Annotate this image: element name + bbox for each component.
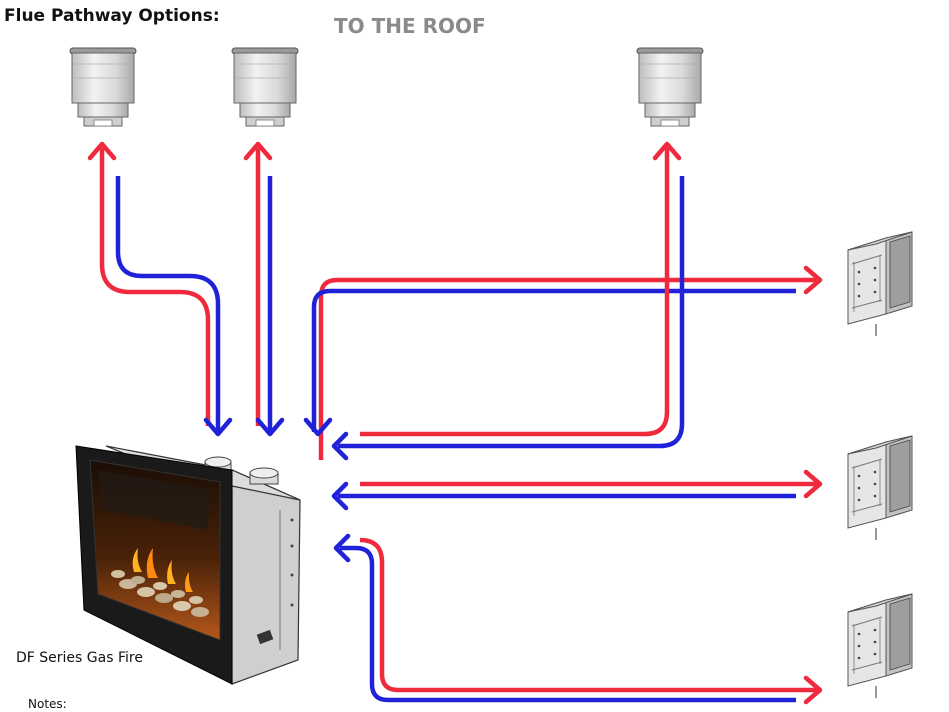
hot-flow-line: [318, 277, 816, 460]
arrow-left-icon: [333, 533, 351, 563]
arrow-left-icon: [331, 431, 349, 461]
roof-flue-terminal-icon: [69, 47, 137, 127]
wall-flue-terminal-icon: [847, 435, 913, 541]
hot-flow-line: [99, 148, 211, 426]
cold-flow-line: [338, 176, 685, 449]
cold-flow-line: [115, 176, 221, 432]
gas-fireplace-icon: [75, 445, 301, 685]
hot-flow-line: [359, 537, 818, 693]
roof-flue-terminal-icon: [636, 47, 704, 127]
arrow-right-icon: [803, 675, 823, 705]
arrow-up-icon: [652, 141, 682, 161]
wall-flue-terminal-icon: [847, 231, 913, 337]
roof-label: TO THE ROOF: [334, 14, 486, 38]
cold-flow-line: [340, 545, 796, 703]
fireplace-label: DF Series Gas Fire: [16, 650, 143, 666]
cold-flow-line: [311, 288, 796, 432]
arrow-right-icon: [803, 265, 823, 295]
page-title: Flue Pathway Options:: [4, 6, 220, 26]
arrow-down-icon: [255, 417, 285, 437]
arrow-right-icon: [803, 469, 823, 499]
notes-label: Notes:: [28, 697, 67, 711]
arrow-up-icon: [243, 141, 273, 161]
hot-flow-line: [360, 148, 670, 437]
wall-flue-terminal-icon: [847, 593, 913, 699]
arrow-down-icon: [303, 417, 333, 437]
arrow-left-icon: [331, 481, 349, 511]
roof-flue-terminal-icon: [231, 47, 299, 127]
arrow-down-icon: [203, 417, 233, 437]
arrow-up-icon: [87, 141, 117, 161]
